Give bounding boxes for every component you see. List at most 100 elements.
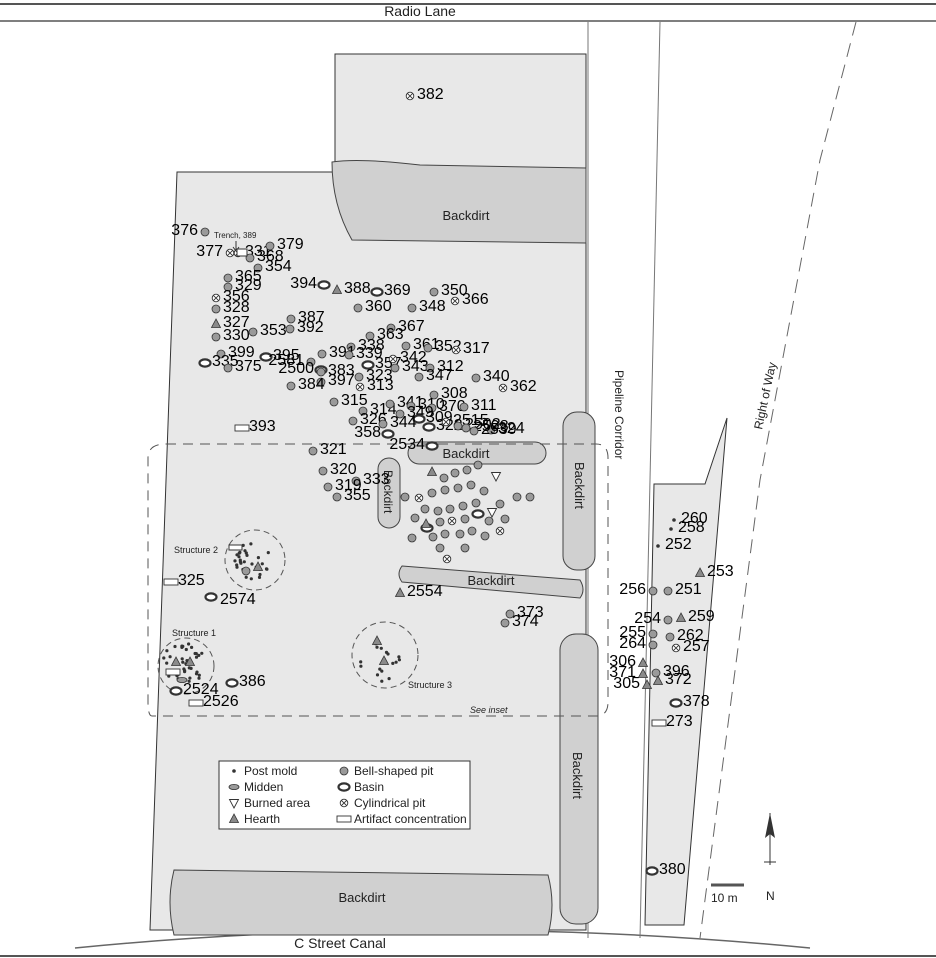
feature-325: 325 xyxy=(163,572,205,589)
post-mold xyxy=(183,670,187,674)
legend-label: Midden xyxy=(244,780,283,794)
feature-308: 308 xyxy=(429,385,468,402)
feature-label: 335 xyxy=(212,353,239,370)
feature-2598: 2598 xyxy=(461,418,509,435)
feature-339: 339 xyxy=(344,345,383,362)
feature-label: 348 xyxy=(419,298,446,315)
feature-255: 255 xyxy=(619,624,658,641)
feature-label: 386 xyxy=(239,673,266,690)
pit-symbol xyxy=(442,554,452,564)
feature-label: 323 xyxy=(366,367,393,384)
post-mold xyxy=(238,560,242,564)
feature-386: 386 xyxy=(225,673,266,690)
feature-2581: 2581 xyxy=(268,352,316,369)
feature-label: 370 xyxy=(439,398,466,415)
feature-label: 256 xyxy=(619,581,646,598)
pit-symbol xyxy=(420,504,430,514)
feature-2539: 2539 xyxy=(469,421,517,438)
backdirt-label: Backdirt xyxy=(339,890,386,905)
feature-257: 257 xyxy=(671,638,710,655)
feature-label: 353 xyxy=(260,322,287,339)
feature-2534: 2534 xyxy=(389,436,439,453)
feature-label: 380 xyxy=(659,861,686,878)
feature-323: 323 xyxy=(354,367,393,384)
feature-366: 366 xyxy=(450,291,489,308)
post-mold xyxy=(391,661,395,666)
feature-label: 360 xyxy=(365,298,392,315)
feature-label: 251 xyxy=(675,581,702,598)
feature-253: 253 xyxy=(694,563,734,580)
pit-symbol xyxy=(500,514,510,524)
feature-327: 327 xyxy=(210,314,250,331)
post-mold xyxy=(168,655,172,659)
feature-317: 317 xyxy=(451,340,490,357)
post-mold xyxy=(387,677,391,681)
legend-label: Hearth xyxy=(244,812,280,826)
post-mold xyxy=(249,577,253,581)
road-label-north: Radio Lane xyxy=(384,3,456,19)
feature-328: 328 xyxy=(211,299,250,316)
structure-feature xyxy=(371,635,383,645)
feature-label: 378 xyxy=(683,693,710,710)
legend-item-artifact: Artifact concentration xyxy=(336,812,467,826)
feature-393: 393 xyxy=(234,418,276,435)
pit-symbol xyxy=(471,509,485,519)
feature-label: 2526 xyxy=(203,693,239,710)
pit-symbol xyxy=(440,529,450,539)
feature-label: 374 xyxy=(512,613,539,630)
burned-icon xyxy=(228,799,240,809)
pit-symbol xyxy=(466,480,476,490)
post-mold xyxy=(193,651,197,656)
trench-label: Trench, 389 xyxy=(214,231,257,240)
backdirt-pipeline-upper: Backdirt xyxy=(562,411,596,571)
post-mold xyxy=(181,660,185,664)
feature-label: 273 xyxy=(666,713,693,730)
feature-344: 344 xyxy=(378,414,417,431)
pit-symbol xyxy=(407,533,417,543)
feature-387: 387 xyxy=(286,309,325,326)
feature-252: 252 xyxy=(656,536,692,553)
post-mold xyxy=(257,575,262,580)
feature-254: 254 xyxy=(634,610,673,627)
pit-symbol xyxy=(420,518,432,528)
pit-symbol xyxy=(471,498,481,508)
feature-label: 373 xyxy=(517,604,544,621)
feature-342: 342 xyxy=(388,349,427,366)
feature-315: 315 xyxy=(329,392,368,409)
post-mold xyxy=(184,647,188,652)
feature-label: 344 xyxy=(390,414,417,431)
post-mold xyxy=(249,542,253,546)
basin-icon xyxy=(337,782,351,792)
feature-label: 383 xyxy=(328,362,355,379)
feature-label: 2574 xyxy=(220,591,256,608)
legend-item-burned: Burned area xyxy=(228,796,310,810)
pit-symbol xyxy=(460,543,470,553)
pit-symbol xyxy=(453,483,463,493)
feature-354: 354 xyxy=(253,258,292,275)
backdirt-label: Backdirt xyxy=(443,446,490,461)
structure-2-label: Structure 2 xyxy=(174,545,218,555)
feature-label: 387 xyxy=(298,309,325,326)
bell-icon xyxy=(339,766,349,776)
pit-symbol xyxy=(433,506,443,516)
post-mold xyxy=(162,656,166,660)
feature-353: 353 xyxy=(248,322,287,339)
pit-symbol xyxy=(458,501,468,511)
scale-bar: 10 m xyxy=(711,883,744,905)
feature-251: 251 xyxy=(663,581,702,598)
post-mold xyxy=(197,673,201,677)
feature-label: 253 xyxy=(707,563,734,580)
pit-symbol xyxy=(428,532,438,542)
post-mold xyxy=(256,556,260,560)
post-mold xyxy=(379,646,383,650)
pit-symbol xyxy=(486,508,498,518)
feature-label: 394 xyxy=(290,275,317,292)
backdirt-label: Backdirt xyxy=(572,462,587,509)
post-mold xyxy=(375,645,379,649)
post-mold xyxy=(260,562,264,566)
feature-355: 355 xyxy=(332,487,371,504)
post-mold xyxy=(187,679,191,683)
post-mold xyxy=(187,642,191,646)
pit-symbol xyxy=(439,473,449,483)
